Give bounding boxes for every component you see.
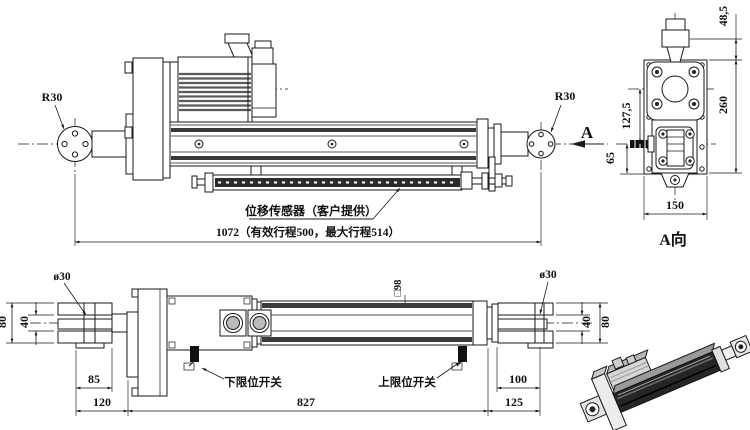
view-a-arrow: A xyxy=(571,123,604,148)
clevis-left xyxy=(57,302,128,349)
dim-48-5: 48,5 xyxy=(718,6,730,26)
pin-dia-right: ø30 xyxy=(539,269,557,281)
motor-fins xyxy=(179,72,251,112)
rod-end-left xyxy=(57,126,127,162)
rod-end-right xyxy=(476,118,556,169)
radius-label-right: R30 xyxy=(555,89,576,103)
displacement-sensor xyxy=(191,156,513,193)
plan-view-annotations: ø30 ø30 □98 下限位开关 上限位开关 80 40 xyxy=(0,269,612,416)
dim-80-right: 80 xyxy=(598,316,612,328)
dim-65: 65 xyxy=(603,152,617,164)
side-view-a: 48,5 260 127,5 65 150 A向 xyxy=(603,6,742,249)
dim-40-left: 40 xyxy=(17,316,31,328)
plan-cylinder xyxy=(260,300,474,346)
front-view: R30 R30 A 位移传感器（客户提供） 1072（有效行程500，最大行程5… xyxy=(18,33,608,246)
lower-limit-switch xyxy=(183,346,199,371)
upper-limit-label: 上限位开关 xyxy=(378,375,436,389)
dim-150: 150 xyxy=(666,198,684,212)
gearbox-plate xyxy=(124,57,171,181)
view-a-arrow-label: A xyxy=(581,123,594,142)
isometric-view xyxy=(579,334,750,430)
front-view-annotations: R30 R30 A 位移传感器（客户提供） 1072（有效行程500，最大行程5… xyxy=(42,89,604,244)
motor-connectors-top xyxy=(219,309,272,337)
dim-100: 100 xyxy=(509,372,527,386)
dim-85: 85 xyxy=(88,372,100,386)
dim-40-right: 40 xyxy=(579,316,593,328)
motor-connector-angled xyxy=(224,33,254,58)
plan-view: ø30 ø30 □98 下限位开关 上限位开关 80 40 xyxy=(0,269,612,416)
overall-length-note: 1072（有效行程500，最大行程514） xyxy=(216,225,400,239)
body-section-label: □98 xyxy=(393,280,404,297)
radius-label-left: R30 xyxy=(42,90,63,104)
dim-127-5: 127,5 xyxy=(619,103,633,130)
cylinder-body xyxy=(169,121,478,167)
motor-connector-vertical xyxy=(251,40,274,65)
servo-motor xyxy=(169,33,277,124)
lower-limit-label: 下限位开关 xyxy=(224,375,282,389)
plan-motor xyxy=(166,295,262,351)
plan-gearbox-plate xyxy=(126,288,168,397)
dim-260: 260 xyxy=(716,96,730,114)
dim-125: 125 xyxy=(505,395,523,409)
pin-dia-left: ø30 xyxy=(53,271,71,283)
clevis-right xyxy=(472,300,554,349)
connector-top xyxy=(661,18,690,63)
sensor-note: 位移传感器（客户提供） xyxy=(245,203,377,218)
dim-827: 827 xyxy=(297,395,315,409)
side-view-title: A向 xyxy=(659,230,687,249)
dim-80-left: 80 xyxy=(0,316,9,328)
side-view-dimensions: 48,5 260 127,5 65 150 A向 xyxy=(603,6,742,249)
dim-120: 120 xyxy=(93,395,111,409)
output-housing xyxy=(630,119,698,188)
